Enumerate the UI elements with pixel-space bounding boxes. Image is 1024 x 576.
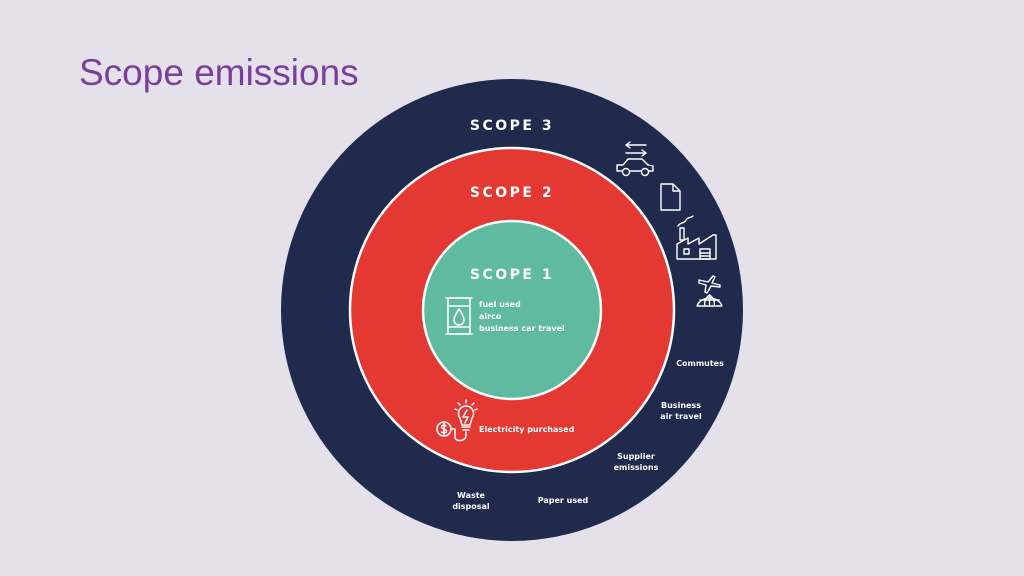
scope2-label: SCOPE 2: [470, 185, 554, 201]
car-commute-icon: [616, 141, 654, 177]
scope3-label: SCOPE 3: [470, 118, 554, 134]
scope2-item-electricity: Electricity purchased: [479, 425, 575, 434]
factory-icon: [676, 215, 717, 260]
page-title: Scope emissions: [79, 52, 359, 93]
scope3-item-business-air-2: air travel: [660, 412, 702, 421]
scope3-item-supplier-2: emissions: [614, 463, 659, 472]
scope1-circle: [421, 219, 603, 401]
scope1-item-fuel: fuel used: [479, 300, 521, 309]
lightbulb-dollar-icon: [436, 399, 478, 442]
fuel-barrel-icon: [445, 297, 473, 335]
scope3-item-commutes: Commutes: [676, 359, 724, 368]
airplane-globe-icon: [696, 275, 723, 307]
scope3-item-waste-2: disposal: [452, 502, 490, 511]
scope1-item-car-travel: business car travel: [479, 324, 565, 333]
scope3-item-waste-1: Waste: [457, 491, 486, 500]
scope3-item-paper: Paper used: [538, 496, 589, 505]
scope1-label: SCOPE 1: [470, 267, 554, 283]
scope3-item-business-air-1: Business: [661, 401, 701, 410]
scope3-item-supplier-1: Supplier: [617, 452, 655, 461]
scope1-item-airco: airco: [479, 312, 502, 321]
document-icon: [660, 183, 681, 211]
